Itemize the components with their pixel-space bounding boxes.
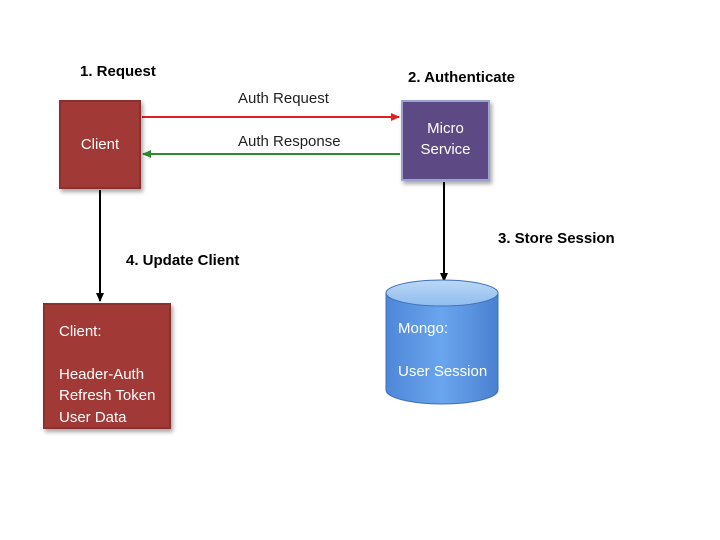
- step-update-client-label: 4. Update Client: [126, 252, 240, 269]
- client-node-label: Client: [80, 136, 120, 153]
- client-node: Client: [59, 100, 141, 189]
- mongo-database-cylinder: [385, 279, 499, 405]
- micro-service-node: Micro Service: [401, 100, 490, 181]
- step-store-session-label: 3. Store Session: [498, 230, 615, 247]
- mongo-subtitle: User Session: [398, 363, 488, 380]
- updated-client-item: Header-Auth: [59, 365, 145, 383]
- step-request-label: 1. Request: [80, 63, 156, 80]
- auth-request-label: Auth Request: [238, 90, 329, 107]
- auth-response-label: Auth Response: [238, 133, 341, 150]
- updated-client-title: Client:: [59, 323, 102, 340]
- updated-client-item: User Data: [59, 408, 127, 426]
- mongo-title: Mongo:: [398, 320, 449, 337]
- updated-client-item: Refresh Token: [59, 387, 156, 404]
- micro-service-label-line1: Micro: [427, 120, 464, 137]
- step-authenticate-label: 2. Authenticate: [408, 69, 515, 86]
- updated-client-node: Client: Header-Auth Refresh Token User D…: [43, 303, 171, 429]
- micro-service-label-line2: Service: [420, 141, 471, 158]
